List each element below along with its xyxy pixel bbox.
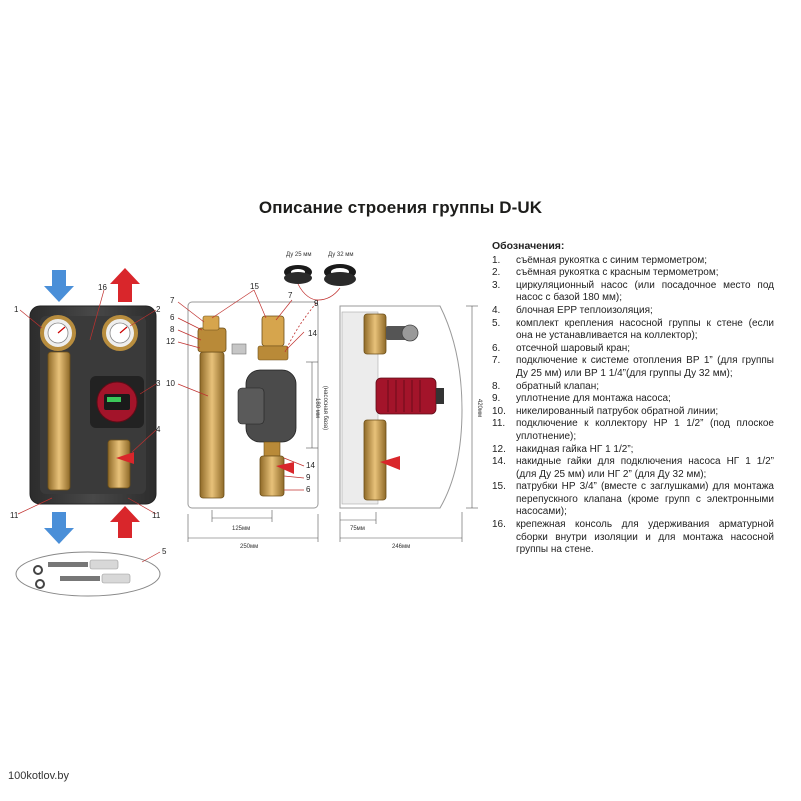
legend-item-number: 12. xyxy=(492,443,506,455)
legend-item-number: 5. xyxy=(492,317,501,329)
callout-7-right: 7 xyxy=(288,291,293,300)
callout-14-top: 14 xyxy=(308,329,317,338)
front-view-assembly xyxy=(177,264,356,542)
side-view xyxy=(339,305,478,542)
callout-10-mid: 10 xyxy=(166,379,175,388)
legend-item-text: крепежная консоль для удерживания армату… xyxy=(516,519,774,556)
legend-item: 14. накидные гайки для подключения насоса… xyxy=(492,456,774,481)
legend-item-text: циркуляционный насос (или посадочное мес… xyxy=(516,279,774,304)
dim-125: 125мм xyxy=(232,526,250,532)
legend-item: 1. съёмная рукоятка с синим термометром; xyxy=(492,255,774,268)
legend-item-text: подключение к системе отопления ВР 1” (д… xyxy=(516,355,774,379)
legend-item: 2. съёмная рукоятка с красным термометром… xyxy=(492,267,774,280)
legend-item-text: накидные гайки для подключения насоса НГ… xyxy=(516,456,774,480)
watermark: 100kotlov.by xyxy=(8,770,69,782)
legend-item-number: 3. xyxy=(492,279,501,291)
legend-item: 8. обратный клапан; xyxy=(492,381,774,394)
legend-item: 9. уплотнение для монтажа насоса; xyxy=(492,393,774,406)
cold-arrow-top xyxy=(44,270,74,302)
legend-item-text: обратный клапан; xyxy=(516,380,600,392)
legend-heading: Обозначения: xyxy=(492,240,565,252)
front-view-insulated xyxy=(15,268,161,597)
hot-arrow-bottom xyxy=(110,506,140,538)
legend-item-text: комплект крепления насосной группы к сте… xyxy=(516,317,774,342)
legend-item-number: 11. xyxy=(492,418,506,430)
callout-5: 5 xyxy=(162,547,167,556)
legend-item-text: никелированный патрубок обратной линии; xyxy=(516,405,719,417)
legend: Обозначения: 1. съёмная рукоятка с синим … xyxy=(492,240,774,557)
legend-item-text: съёмная рукоятка с синим термометром; xyxy=(516,254,708,266)
legend-item: 11. подключение к коллектору НР 1 1/2” (п… xyxy=(492,418,774,443)
legend-item-text: накидная гайка НГ 1 1/2”; xyxy=(516,443,634,455)
legend-item-number: 10. xyxy=(492,405,506,417)
callout-1: 1 xyxy=(14,305,19,314)
legend-item-text: патрубки НР 3/4” (вместе с заглушками) д… xyxy=(516,481,774,518)
callout-14-bottom: 14 xyxy=(306,461,315,470)
legend-item-number: 9. xyxy=(492,393,501,405)
dim-250: 250мм xyxy=(240,544,258,550)
legend-item-number: 1. xyxy=(492,254,501,266)
page-title: Описание строения группы D-UK xyxy=(258,198,543,217)
callout-6-mid: 6 xyxy=(170,313,175,322)
callout-12-mid: 12 xyxy=(166,337,175,346)
callout-15-mid: 15 xyxy=(250,282,259,291)
legend-item-text: уплотнение для монтажа насоса; xyxy=(516,393,671,405)
dim-246: 246мм xyxy=(392,544,410,550)
legend-list: 1.съёмная рукоятка с синим термометром;2… xyxy=(492,255,774,557)
dim-du25: Ду 25 мм xyxy=(286,252,311,258)
gasket-du32 xyxy=(324,264,356,286)
legend-item-number: 7. xyxy=(492,355,501,367)
legend-item: 5. комплект крепления насосной группы к с… xyxy=(492,318,774,343)
legend-item-number: 2. xyxy=(492,267,501,279)
legend-item: 3. циркуляционный насос (или посадочное м… xyxy=(492,280,774,305)
callout-9-top: 9 xyxy=(314,299,319,308)
callout-3: 3 xyxy=(156,379,161,388)
mounting-kit-parts xyxy=(33,559,131,589)
callout-9-bottom: 9 xyxy=(306,473,311,482)
legend-item: 12. накидная гайка НГ 1 1/2”; xyxy=(492,444,774,457)
legend-item: 6. отсечной шаровый кран; xyxy=(492,343,774,356)
callout-6-bottom: 6 xyxy=(306,485,311,494)
gasket-du25 xyxy=(284,265,312,284)
legend-item-number: 15. xyxy=(492,481,506,493)
legend-item: 4. блочная EPP теплоизоляция; xyxy=(492,305,774,318)
legend-item-number: 16. xyxy=(492,519,506,531)
legend-item-text: блочная EPP теплоизоляция; xyxy=(516,304,653,316)
legend-item-text: съёмная рукоятка с красным термометром; xyxy=(516,267,719,279)
legend-item: 16. крепежная консоль для удерживания арм… xyxy=(492,519,774,557)
callout-11-left: 11 xyxy=(10,511,19,520)
callout-2: 2 xyxy=(156,305,161,314)
callout-8-mid: 8 xyxy=(170,325,175,334)
legend-item-number: 8. xyxy=(492,380,501,392)
hot-arrow-top xyxy=(110,268,140,302)
legend-item-number: 6. xyxy=(492,342,501,354)
legend-item: 10. никелированный патрубок обратной лини… xyxy=(492,406,774,419)
legend-item-number: 14. xyxy=(492,456,506,468)
dim-180: 180 мм xyxy=(314,398,320,418)
legend-item-text: подключение к коллектору НР 1 1/2” (под … xyxy=(516,418,774,442)
dim-420: 420мм xyxy=(476,399,482,417)
dim-du32: Ду 32 мм xyxy=(328,252,353,258)
cold-arrow-bottom xyxy=(44,512,74,544)
callout-11-right: 11 xyxy=(152,511,161,520)
legend-item: 15. патрубки НР 3/4” (вместе с заглушками… xyxy=(492,481,774,519)
callout-16: 16 xyxy=(98,283,107,292)
dim-180-sub: (насосная база) xyxy=(322,386,328,430)
callout-4: 4 xyxy=(156,425,161,434)
callout-7-mid: 7 xyxy=(170,296,175,305)
legend-item-number: 4. xyxy=(492,304,501,316)
dim-75: 75мм xyxy=(350,526,365,532)
legend-item-text: отсечной шаровый кран; xyxy=(516,342,631,354)
legend-item: 7. подключение к системе отопления ВР 1” … xyxy=(492,355,774,380)
